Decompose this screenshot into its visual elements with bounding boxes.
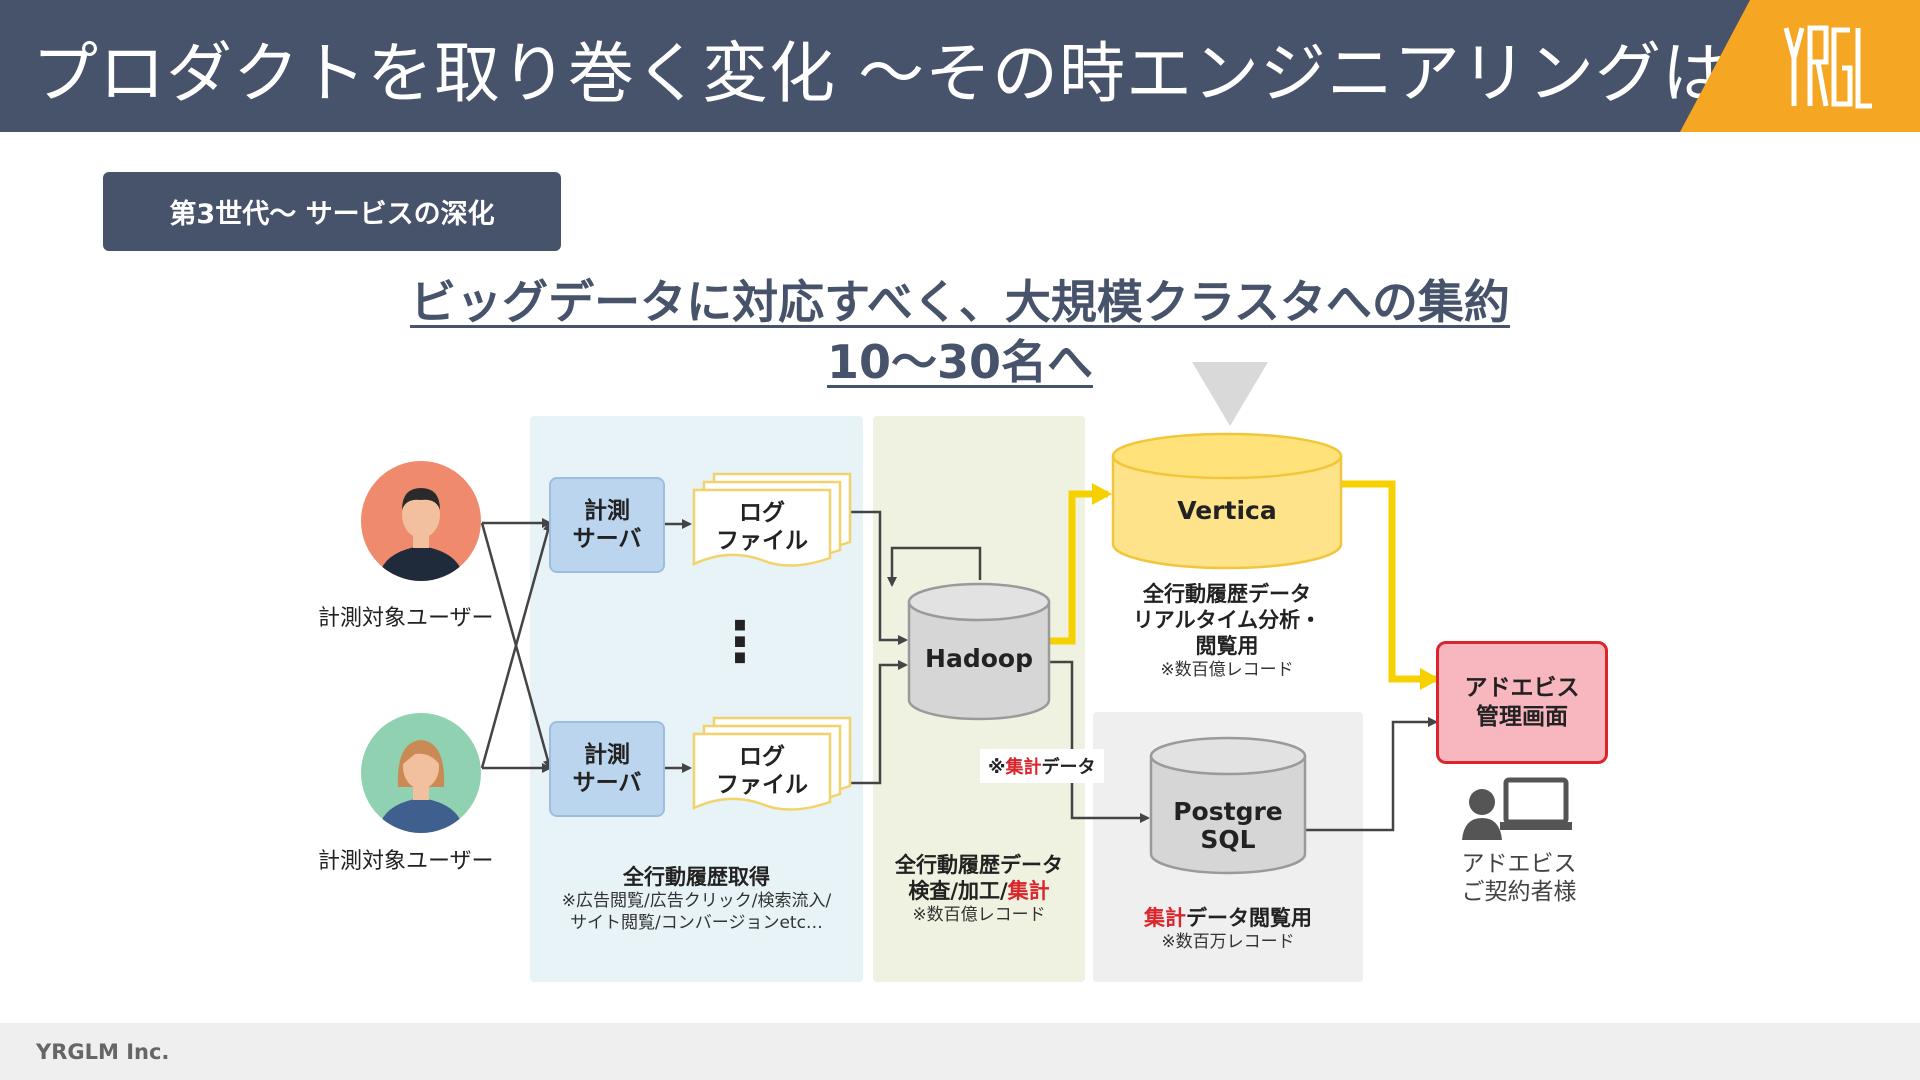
footer-bar [0,1023,1920,1080]
page-title: プロダクトを取り巻く変化 〜その時エンジニアリングは〜 [32,35,1796,112]
client-label-2: ご契約者様 [1461,879,1577,905]
headline-line1: ビッグデータに対応すべく、大規模クラスタへの集約 [410,275,1510,329]
hadoop-note: ※数百億レコード [912,905,1046,925]
vertica-title-1: 全行動履歴データ [1143,582,1311,606]
vertical-ellipsis: ⋮ [712,610,768,675]
vertica-label: Vertica [1177,496,1277,525]
aggregate-data-tag: ※集計データ [980,749,1104,783]
log-file-label-bottom: ログ ファイル [716,744,808,798]
log-file-stack-top [692,472,852,567]
measurement-server-bottom: 計測 サーバ [549,721,665,817]
hadoop-title-2: 検査/加工/集計 [908,879,1050,903]
user-label-top: 計測対象ユーザー [318,606,494,631]
down-arrow-icon [1192,362,1268,426]
measurement-server-top: 計測 サーバ [549,477,665,573]
admin-panel-box: アドエビス 管理画面 [1436,641,1608,764]
vertica-title-3: 閲覧用 [1195,634,1259,658]
vertica-cylinder [1111,432,1343,570]
collection-note-1: ※広告閲覧/広告クリック/検索流入/ [561,891,832,911]
client-label-1: アドエビス [1461,851,1577,877]
postgres-note: ※数百万レコード [1161,932,1295,952]
footer-company: YRGLM Inc. [36,1040,170,1064]
log-file-label-top: ログ ファイル [716,500,808,554]
postgresql-label: Postgre SQL [1173,797,1283,854]
collection-note-2: サイト閲覧/コンバージョンetc… [570,913,823,933]
client-user-computer-icon [1462,777,1572,840]
yrglm-logo [1783,25,1872,109]
vertica-note: ※数百億レコード [1160,660,1294,680]
hadoop-cylinder [907,582,1051,721]
user-avatar-male [361,461,481,581]
postgresql-cylinder [1149,736,1307,875]
postgres-title: 集計データ閲覧用 [1144,906,1312,930]
headline-line2: 10〜30名へ [826,335,1094,389]
vertica-title-2: リアルタイム分析・ [1132,608,1322,632]
user-avatar-female [361,713,481,833]
collection-title: 全行動履歴取得 [623,865,770,889]
generation-badge: 第3世代〜 サービスの深化 [103,172,561,251]
header-bar: プロダクトを取り巻く変化 〜その時エンジニアリングは〜 [0,0,1920,132]
user-label-bottom: 計測対象ユーザー [318,849,494,874]
hadoop-label: Hadoop [925,644,1033,673]
log-file-stack-bottom [692,716,852,811]
hadoop-title-1: 全行動履歴データ [895,853,1063,877]
